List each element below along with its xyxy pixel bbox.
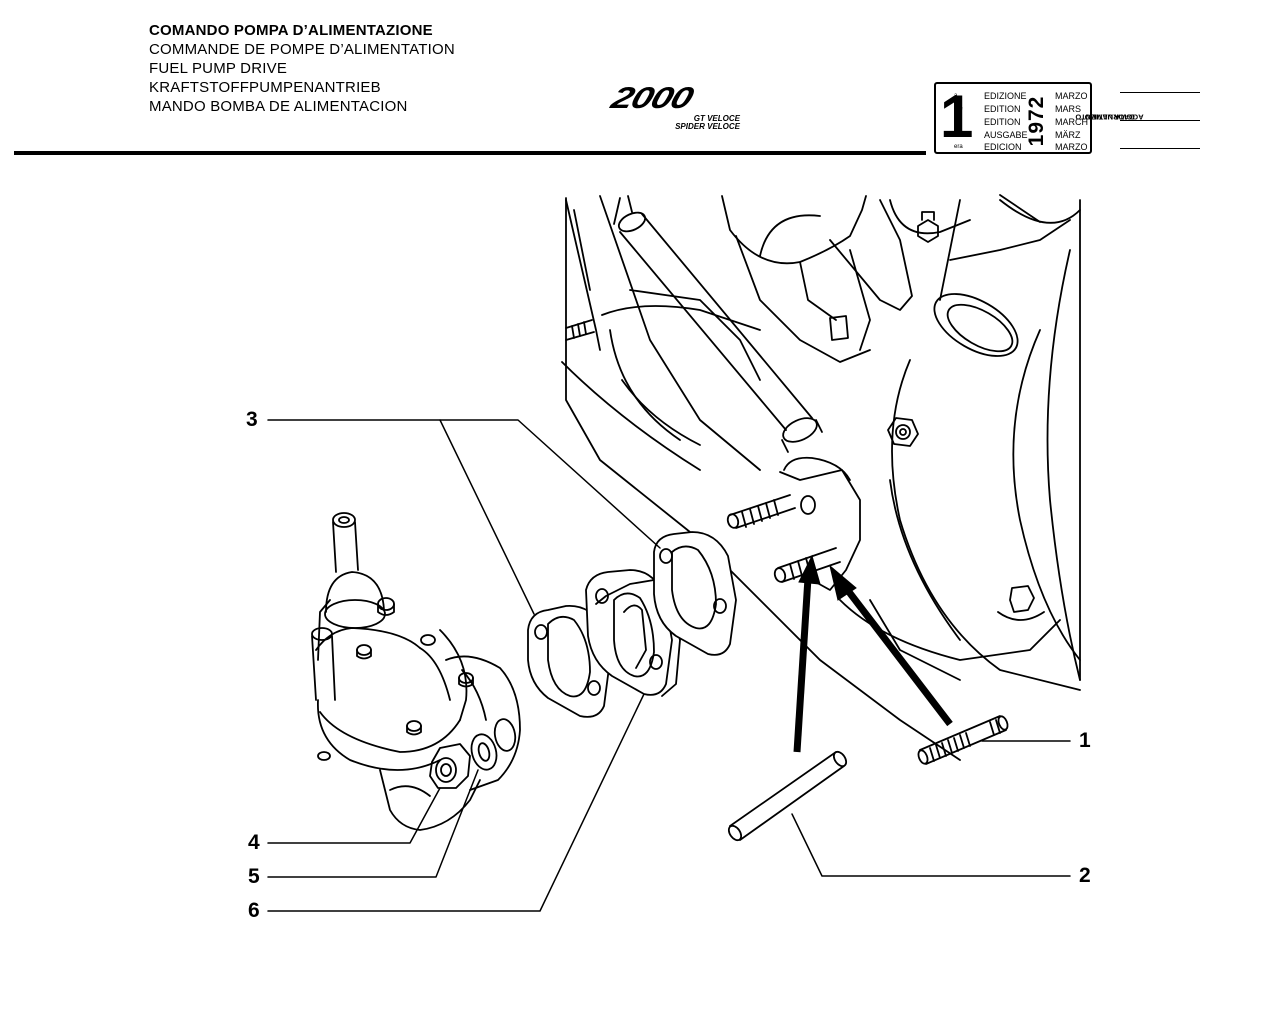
arrow-stud-shaft <box>843 585 953 727</box>
spacer-block <box>585 569 681 697</box>
edition-suffix: a <box>954 93 958 99</box>
leader-line-3 <box>267 419 661 549</box>
edition-month: MARCH <box>1055 117 1088 127</box>
leader-line-2 <box>791 813 1071 877</box>
model-line-gt: GT VELOCE <box>693 114 740 123</box>
edition-label: EDITION <box>984 104 1021 114</box>
fuel-pump <box>311 512 521 831</box>
callout-1: 1 <box>1079 729 1091 752</box>
edition-suffix: ere <box>954 106 963 112</box>
arrow-stud-head <box>829 564 857 601</box>
update-line <box>1120 120 1200 121</box>
update-line <box>1120 148 1200 149</box>
edition-label: EDIZIONE <box>984 91 1027 101</box>
assembly-arrows <box>793 554 953 753</box>
edition-month: MARZO <box>1055 142 1088 152</box>
arrow-pin-shaft <box>793 577 812 753</box>
callout-4: 4 <box>248 831 260 854</box>
title-german: KRAFTSTOFFPUMPENANTRIEB <box>149 79 381 96</box>
edition-suffix: era <box>954 144 963 150</box>
title-spanish: MANDO BOMBA DE ALIMENTACION <box>149 98 408 115</box>
title-block: COMANDO POMPA D’ALIMENTAZIONE COMMANDE D… <box>149 21 455 116</box>
dowel-pin <box>727 750 848 842</box>
callout-3: 3 <box>246 408 258 431</box>
edition-label: EDICION <box>984 142 1022 152</box>
leader-line-6 <box>267 693 645 912</box>
edition-label: EDITION <box>984 117 1021 127</box>
callout-5: 5 <box>248 865 260 888</box>
header-rule <box>14 151 926 155</box>
model-logo: 2000 GT VELOCE SPIDER VELOCE <box>607 82 744 132</box>
edition-month: MARS <box>1055 104 1082 114</box>
leader-line-4 <box>267 787 441 844</box>
model-line-spider: SPIDER VELOCE <box>675 122 740 131</box>
edition-box: 1 a ere st . era EDIZIONE EDITION EDITIO… <box>934 82 1092 154</box>
title-italian: COMANDO POMPA D’ALIMENTAZIONE <box>149 22 433 39</box>
gasket-back <box>653 531 737 656</box>
callout-2: 2 <box>1079 864 1091 887</box>
title-french: COMMANDE DE POMPE D’ALIMENTATION <box>149 41 455 58</box>
title-english: FUEL PUMP DRIVE <box>149 60 288 77</box>
edition-suffix: . <box>954 132 956 138</box>
leader-line-5 <box>267 769 479 878</box>
arrow-pin-head <box>798 554 821 585</box>
edition-month: MÄRZ <box>1055 130 1081 140</box>
update-line <box>1120 92 1200 93</box>
edition-label: AUSGABE <box>984 130 1028 140</box>
callout-6: 6 <box>248 899 260 922</box>
edition-number: 1 <box>940 83 974 150</box>
stud-part <box>917 715 1009 765</box>
edition-suffix: st <box>954 119 959 125</box>
leader-lines <box>267 419 1071 912</box>
edition-month: MARZO <box>1055 91 1088 101</box>
leader-line-3b <box>439 419 535 615</box>
